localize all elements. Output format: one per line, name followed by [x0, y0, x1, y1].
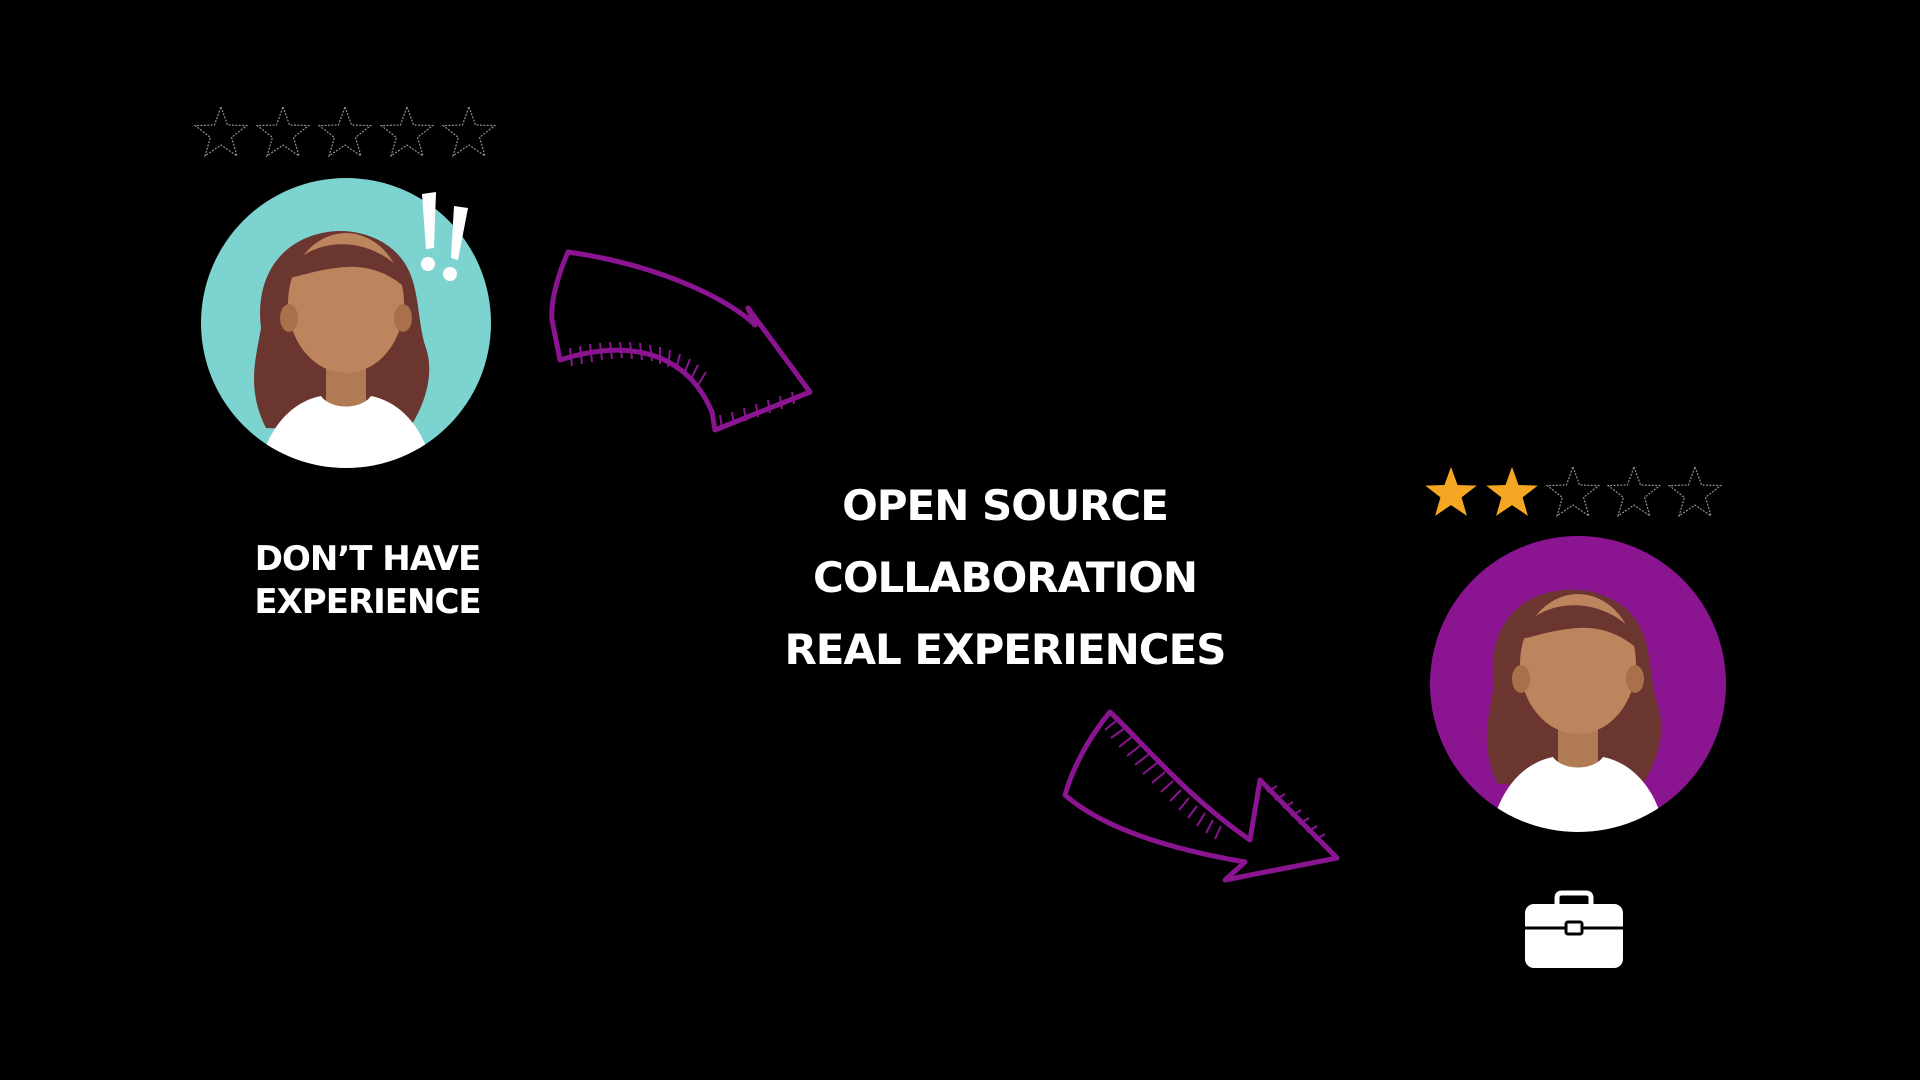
- star-empty-icon: [1606, 465, 1662, 518]
- star-empty-icon: [1667, 465, 1723, 518]
- star-filled-icon: [1486, 466, 1538, 516]
- star-empty-icon: [317, 105, 373, 158]
- caption-line-2: EXPERIENCE: [254, 581, 481, 622]
- shirt-icon: [256, 396, 436, 468]
- star-empty-icon: [1545, 465, 1601, 518]
- arrow-right-down-icon: [549, 249, 813, 433]
- left-star-rating: [192, 104, 502, 162]
- arrow-right-down-icon: [1062, 709, 1340, 883]
- briefcase-icon: [1525, 890, 1623, 968]
- center-line-3: REAL EXPERIENCES: [784, 625, 1226, 674]
- star-empty-icon: [255, 105, 311, 158]
- left-caption: DON’T HAVE EXPERIENCE: [230, 538, 505, 623]
- shirt-icon: [1488, 757, 1668, 832]
- right-star-rating: [1422, 464, 1727, 522]
- center-line-2: COLLABORATION: [813, 553, 1198, 602]
- caption-line-1: DON’T HAVE: [254, 539, 482, 579]
- right-avatar: [1430, 536, 1726, 832]
- center-line-1: OPEN SOURCE: [842, 481, 1169, 530]
- star-empty-icon: [193, 105, 249, 158]
- star-filled-icon: [1425, 466, 1477, 516]
- left-avatar: [201, 178, 491, 468]
- star-empty-icon: [379, 105, 435, 158]
- double-exclamation-icon: [421, 192, 468, 281]
- star-empty-icon: [441, 105, 497, 158]
- center-text-block: OPEN SOURCE COLLABORATION REAL EXPERIENC…: [770, 470, 1240, 686]
